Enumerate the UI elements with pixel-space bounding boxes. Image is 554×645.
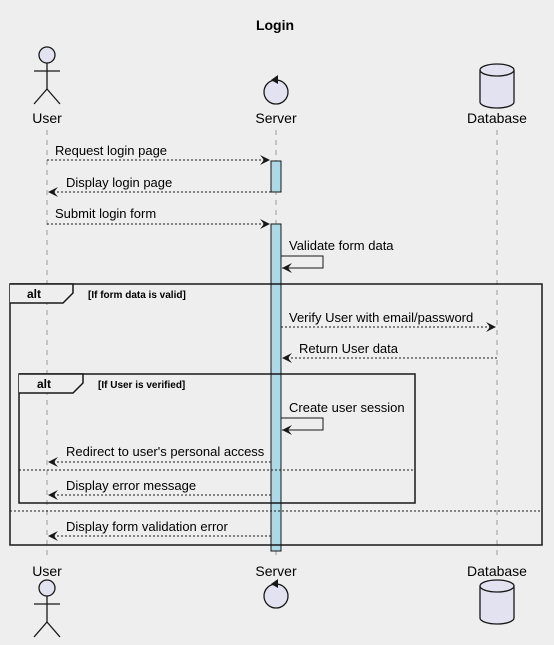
svg-text:Display error message: Display error message [66, 478, 196, 493]
inner-alt-fragment [18, 373, 416, 504]
message-create-user-session: Create user session [281, 400, 405, 435]
participant-user-top: User [32, 110, 62, 126]
user-actor-icon-top [33, 46, 61, 105]
diagram-title: Login [256, 17, 294, 33]
svg-text:Submit login form: Submit login form [55, 206, 156, 221]
inner-alt-tab [19, 373, 84, 394]
svg-text:Verify User with email/passwor: Verify User with email/password [289, 310, 473, 325]
svg-text:Return User data: Return User data [299, 341, 399, 356]
svg-text:Display form validation error: Display form validation error [66, 519, 229, 534]
user-actor-icon-bottom [33, 579, 61, 638]
server-control-icon-bottom [263, 579, 289, 609]
svg-text:Create user session: Create user session [289, 400, 405, 415]
message-return-user-data: Return User data [282, 341, 497, 363]
outer-alt-condition: [If form data is valid] [88, 290, 186, 301]
server-control-icon-top [263, 75, 289, 105]
message-submit-login-form: Submit login form [47, 206, 270, 229]
participant-server-bottom: Server [255, 563, 297, 579]
participant-database-top: Database [467, 110, 527, 126]
svg-text:Display login page: Display login page [66, 175, 172, 190]
message-validate-form-data: Validate form data [281, 238, 394, 273]
message-verify-user: Verify User with email/password [281, 310, 496, 332]
database-icon-top [479, 63, 515, 109]
server-activation-long [270, 223, 282, 552]
inner-alt-keyword: alt [37, 377, 51, 391]
svg-text:Request login page: Request login page [55, 143, 167, 158]
outer-alt-tab [10, 283, 74, 304]
message-form-validation-error: Display form validation error [48, 519, 271, 541]
message-display-error: Display error message [48, 478, 271, 500]
inner-alt-condition: [If User is verified] [98, 380, 185, 391]
message-display-login-page: Display login page [48, 175, 271, 197]
outer-alt-fragment [9, 283, 543, 546]
database-icon-bottom [479, 579, 515, 625]
message-request-login-page: Request login page [47, 143, 270, 165]
svg-text:Validate form data: Validate form data [289, 238, 394, 253]
participant-database-bottom: Database [467, 563, 527, 579]
message-redirect-personal-access: Redirect to user's personal access [48, 444, 271, 467]
participant-user-bottom: User [32, 563, 62, 579]
svg-text:Redirect to user's personal ac: Redirect to user's personal access [66, 444, 265, 459]
outer-alt-keyword: alt [27, 287, 41, 301]
server-activation-short [270, 160, 282, 193]
participant-server-top: Server [255, 110, 297, 126]
